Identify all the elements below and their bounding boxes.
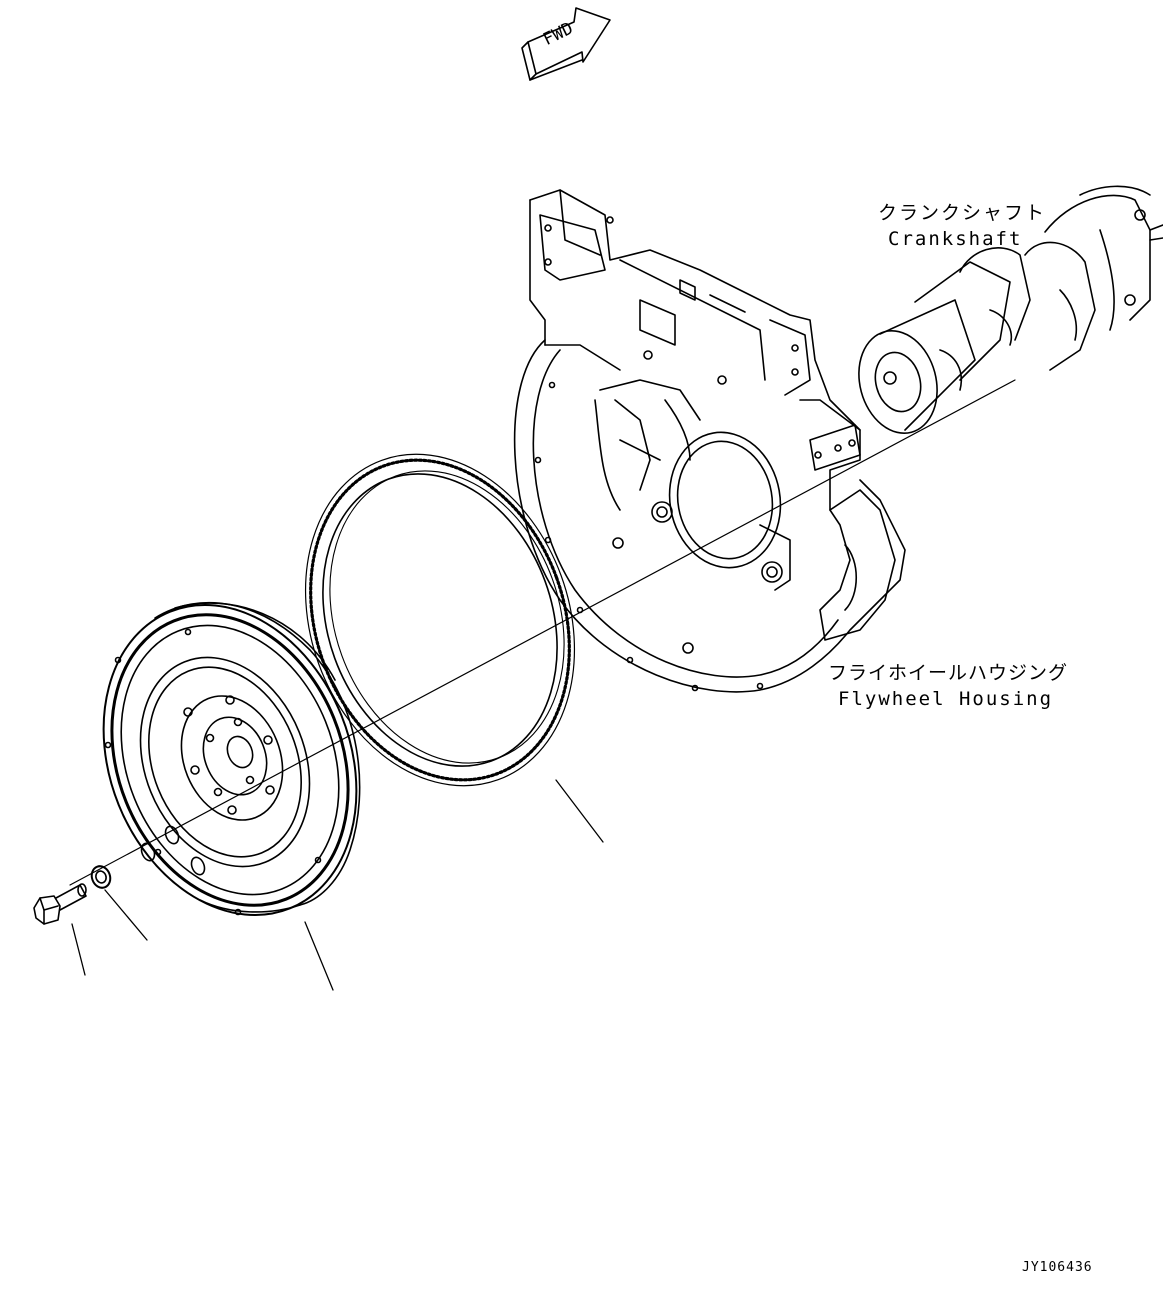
figure-code: JY106436 xyxy=(1022,1260,1093,1275)
assembly-axis-line xyxy=(69,379,1016,886)
flywheel-leader-line xyxy=(304,921,334,991)
flywheel-housing-label-jp: フライホイールハウジング xyxy=(828,662,1069,684)
ring-gear-leader-line xyxy=(555,779,604,843)
washer-leader-line xyxy=(104,889,148,941)
fwd-arrow-icon xyxy=(521,7,611,81)
flywheel-part xyxy=(102,601,361,917)
crankshaft-part xyxy=(858,185,1163,434)
crankshaft-label-jp: クランクシャフト xyxy=(878,202,1047,224)
flywheel-housing-part xyxy=(513,189,906,693)
flywheel-housing-label-en: Flywheel Housing xyxy=(838,688,1054,710)
bolt-leader-line xyxy=(71,923,86,976)
crankshaft-label-en: Crankshaft xyxy=(888,228,1023,250)
bolt-part xyxy=(33,883,87,925)
washer-part xyxy=(90,865,112,889)
